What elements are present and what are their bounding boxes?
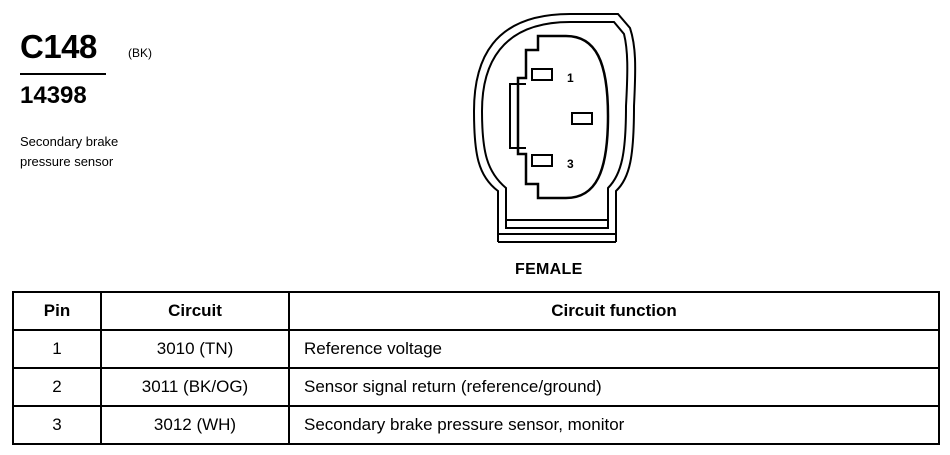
connector-description: Secondary brake pressure sensor bbox=[20, 132, 118, 172]
function-cell: Secondary brake pressure sensor, monitor bbox=[288, 405, 940, 445]
pin-cell: 3 bbox=[12, 405, 102, 445]
description-line-1: Secondary brake bbox=[20, 134, 119, 149]
pinout-table: Pin Circuit Circuit function 1 3010 (TN)… bbox=[12, 291, 940, 445]
table-row: 2 3011 (BK/OG) Sensor signal return (ref… bbox=[12, 367, 940, 407]
housing-inner-outline bbox=[480, 21, 629, 229]
connector-face-diagram: 1 3 bbox=[472, 13, 637, 243]
pin-cell: 1 bbox=[12, 329, 102, 369]
title-divider bbox=[20, 73, 106, 75]
pin-cell: 2 bbox=[12, 367, 102, 407]
table-row: 3 3012 (WH) Secondary brake pressure sen… bbox=[12, 405, 940, 445]
cavity-face bbox=[516, 34, 610, 200]
circuit-cell: 3010 (TN) bbox=[100, 329, 290, 369]
housing-outline bbox=[472, 13, 637, 235]
cavity-label-3: 3 bbox=[567, 157, 574, 171]
circuit-cell: 3011 (BK/OG) bbox=[100, 367, 290, 407]
keying-notch bbox=[509, 83, 526, 149]
cavity-label-1: 1 bbox=[567, 71, 574, 85]
circuit-cell: 3012 (WH) bbox=[100, 405, 290, 445]
connector-color-code: (BK) bbox=[128, 46, 152, 60]
description-line-2: pressure sensor bbox=[20, 154, 114, 169]
table-row: 1 3010 (TN) Reference voltage bbox=[12, 329, 940, 369]
header-pin: Pin bbox=[12, 291, 102, 331]
header-circuit: Circuit bbox=[100, 291, 290, 331]
table-header-row: Pin Circuit Circuit function bbox=[12, 291, 940, 331]
terminal-cavity-2 bbox=[571, 112, 593, 125]
connector-id: C148 bbox=[20, 28, 97, 65]
header-circuit-function: Circuit function bbox=[288, 291, 940, 331]
function-cell: Reference voltage bbox=[288, 329, 940, 369]
part-number: 14398 bbox=[20, 82, 87, 109]
terminal-cavity-3 bbox=[531, 154, 553, 167]
connector-gender-label: FEMALE bbox=[515, 261, 583, 278]
function-cell: Sensor signal return (reference/ground) bbox=[288, 367, 940, 407]
terminal-cavity-1 bbox=[531, 68, 553, 81]
